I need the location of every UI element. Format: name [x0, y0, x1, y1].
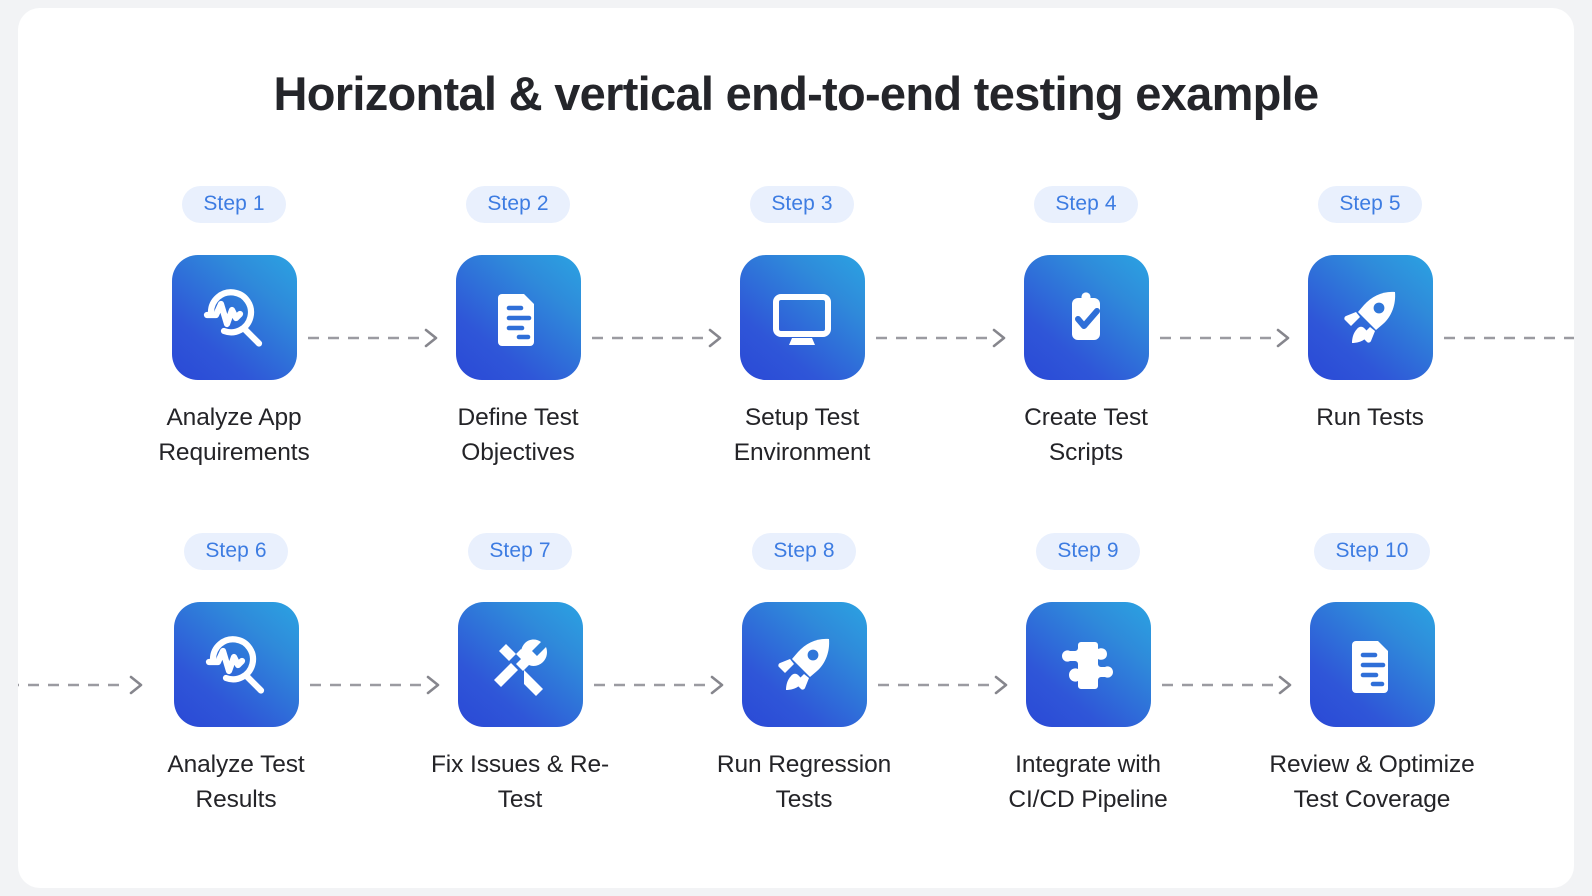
- step-7-icon-tile: [457, 602, 583, 727]
- step-10-icon-tile: [1309, 602, 1435, 727]
- step-7-badge: Step 7: [468, 533, 572, 570]
- monitor-icon: [768, 284, 836, 352]
- document-lines-icon: [486, 286, 550, 350]
- hammer-wrench-icon: [487, 632, 553, 698]
- step-6-badge: Step 6: [184, 533, 288, 570]
- document-lines-icon: [1340, 633, 1404, 697]
- step-2-icon-tile: [455, 255, 581, 380]
- step-2[interactable]: Step 2 Define: [393, 186, 643, 471]
- step-3-badge: Step 3: [750, 186, 854, 223]
- step-5[interactable]: Step 5 Run: [1245, 186, 1495, 436]
- step-7[interactable]: Step 7 Fix Issues & Re-Test: [395, 533, 645, 818]
- step-1-icon-tile: [171, 255, 297, 380]
- step-8[interactable]: Step 8 Run: [679, 533, 929, 818]
- step-5-icon-tile: [1307, 255, 1433, 380]
- step-9-badge: Step 9: [1036, 533, 1140, 570]
- step-8-badge: Step 8: [752, 533, 856, 570]
- step-9-icon-tile: [1025, 602, 1151, 727]
- step-1-badge: Step 1: [182, 186, 286, 223]
- step-4-badge: Step 4: [1034, 186, 1138, 223]
- clipboard-check-icon: [1054, 286, 1118, 350]
- step-7-label: Fix Issues & Re-Test: [430, 751, 610, 813]
- step-2-badge: Step 2: [466, 186, 570, 223]
- step-6-icon-tile: [173, 602, 299, 727]
- rocket-icon: [1337, 285, 1403, 351]
- rocket-icon: [771, 632, 837, 698]
- step-10[interactable]: Step 10 Revie: [1247, 533, 1497, 818]
- diagram-card: Horizontal & vertical end-to-end testing…: [18, 8, 1574, 888]
- magnifier-pulse-icon: [201, 630, 271, 700]
- step-5-label: Run Tests: [1316, 404, 1424, 431]
- step-3-icon-tile: [739, 255, 865, 380]
- puzzle-piece-icon: [1057, 634, 1119, 696]
- step-5-badge: Step 5: [1318, 186, 1422, 223]
- step-8-icon-tile: [741, 602, 867, 727]
- step-10-badge: Step 10: [1314, 533, 1430, 570]
- magnifier-pulse-icon: [199, 283, 269, 353]
- step-4-icon-tile: [1023, 255, 1149, 380]
- page-title: Horizontal & vertical end-to-end testing…: [273, 67, 1320, 120]
